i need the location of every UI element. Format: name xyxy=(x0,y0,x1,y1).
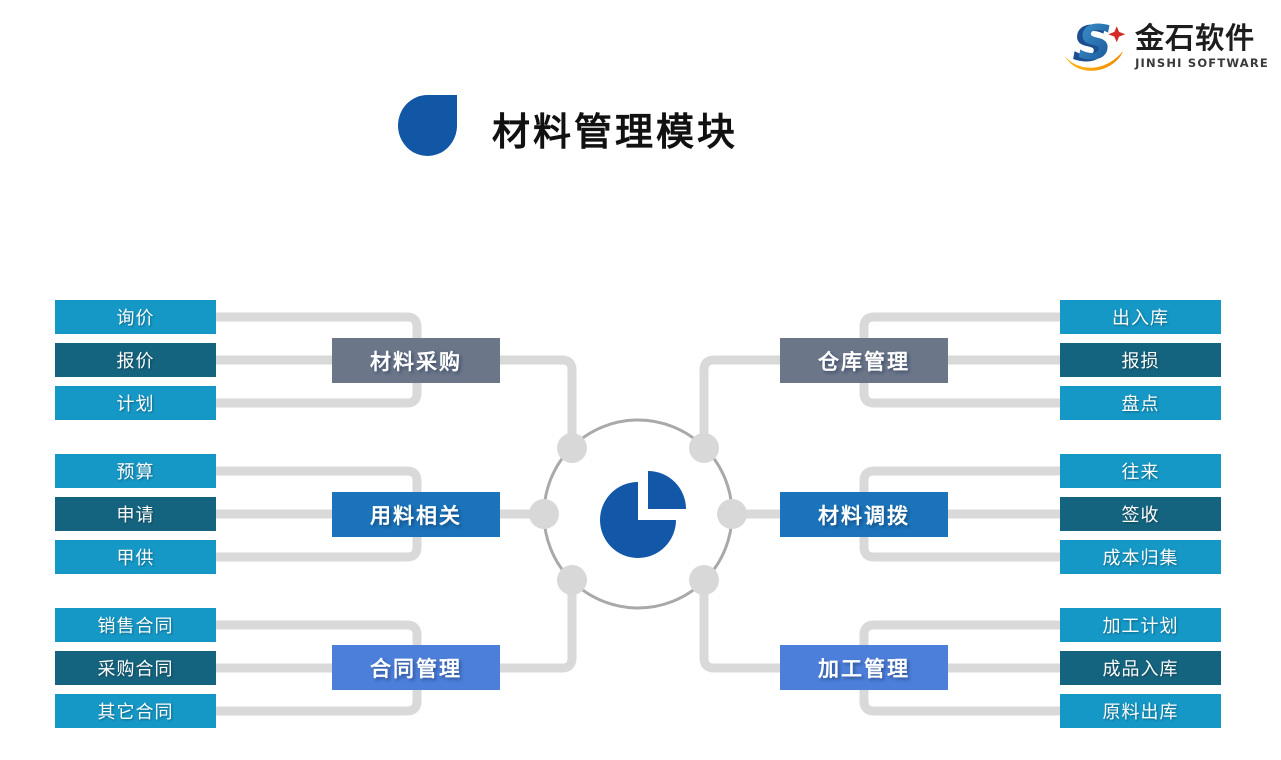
item-inquiry: 询价 xyxy=(55,300,216,334)
item-in-out-warehouse: 出入库 xyxy=(1060,300,1221,334)
category-contract-management: 合同管理 xyxy=(332,645,500,690)
item-processing-plan: 加工计划 xyxy=(1060,608,1221,642)
logo-name-cn: 金石软件 xyxy=(1135,21,1256,56)
item-transactions: 往来 xyxy=(1060,454,1221,488)
item-purchase-contract: 采购合同 xyxy=(55,651,216,685)
category-material-procurement: 材料采购 xyxy=(332,338,500,383)
category-material-usage: 用料相关 xyxy=(332,492,500,537)
item-quotation: 报价 xyxy=(55,343,216,377)
item-application: 申请 xyxy=(55,497,216,531)
logo-name-en: JINSHI SOFTWARE xyxy=(1135,55,1269,70)
item-sign-receipt: 签收 xyxy=(1060,497,1221,531)
title-droplet-icon xyxy=(398,95,457,156)
item-finished-goods-in: 成品入库 xyxy=(1060,651,1221,685)
item-stocktaking: 盘点 xyxy=(1060,386,1221,420)
item-sales-contract: 销售合同 xyxy=(55,608,216,642)
hub-node-dots xyxy=(529,433,747,595)
pie-chart-icon xyxy=(600,471,686,558)
item-other-contract: 其它合同 xyxy=(55,694,216,728)
item-raw-material-out: 原料出库 xyxy=(1060,694,1221,728)
svg-text:S: S xyxy=(1073,15,1108,73)
item-owner-supplied: 甲供 xyxy=(55,540,216,574)
category-processing-management: 加工管理 xyxy=(780,645,948,690)
item-damage-report: 报损 xyxy=(1060,343,1221,377)
jinshi-s-logo-icon: S S xyxy=(1064,15,1126,73)
svg-text:S: S xyxy=(1078,16,1112,71)
jinshi-logo: S S 金石软件 JINSHI SOFTWARE xyxy=(1063,14,1269,78)
item-budget: 预算 xyxy=(55,454,216,488)
category-material-transfer: 材料调拨 xyxy=(780,492,948,537)
category-warehouse-management: 仓库管理 xyxy=(780,338,948,383)
item-cost-collection: 成本归集 xyxy=(1060,540,1221,574)
page-title: 材料管理模块 xyxy=(492,110,739,154)
item-plan: 计划 xyxy=(55,386,216,420)
